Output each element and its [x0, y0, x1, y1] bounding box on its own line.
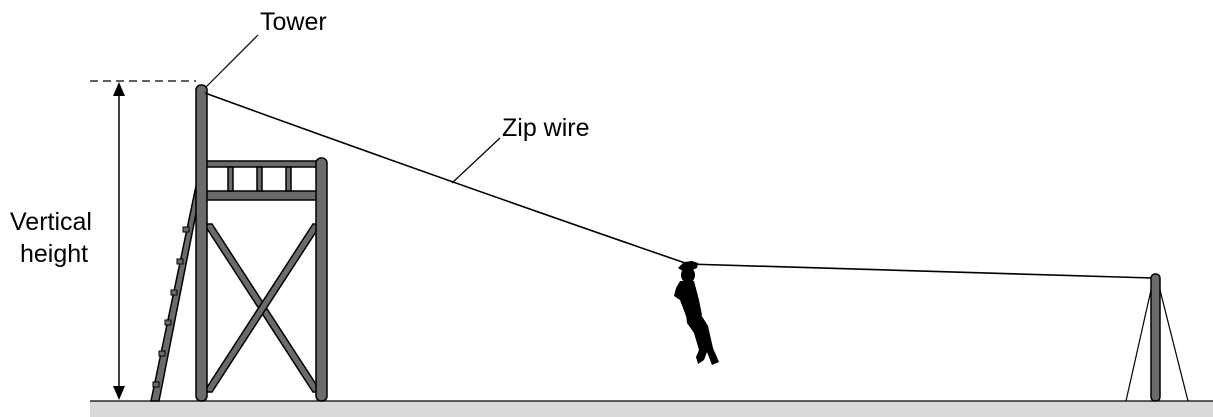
end-support [1125, 273, 1189, 402]
ladder-rung [152, 381, 160, 388]
ladder-rung [182, 226, 190, 233]
ladder-rung [158, 350, 166, 357]
zip-wire-leader-line [451, 137, 501, 184]
guy-line-left [1125, 289, 1152, 402]
tower-right-post [315, 157, 328, 402]
zip-wire [204, 92, 1153, 279]
ladder [150, 184, 202, 402]
person-silhouette [674, 261, 719, 365]
vertical-height-measure [90, 80, 196, 400]
tower [195, 84, 328, 402]
person-torso [674, 281, 702, 318]
vertical-height-label-line1: Vertical [10, 208, 92, 236]
person-head [681, 267, 695, 283]
person-arms [678, 261, 698, 272]
height-arrow-bottom [113, 386, 125, 400]
end-post [1150, 273, 1161, 402]
height-arrow-top [113, 82, 125, 96]
tower-leader-line [205, 34, 259, 88]
vertical-height-label-line2: height [20, 240, 88, 268]
tower-platform [205, 190, 319, 201]
tower-main-post [195, 84, 208, 402]
ladder-rung [164, 319, 172, 326]
tower-baluster [256, 166, 263, 192]
guy-line-right [1159, 289, 1189, 402]
ladder-rung [170, 289, 178, 296]
zip-wire-label: Zip wire [502, 114, 590, 142]
ground [90, 401, 1213, 417]
tower-top-rail [205, 160, 319, 168]
ladder-rung [176, 258, 184, 265]
tower-label: Tower [260, 8, 327, 36]
person-legs [686, 313, 719, 365]
tower-baluster [227, 166, 234, 192]
tower-baluster [285, 166, 292, 192]
